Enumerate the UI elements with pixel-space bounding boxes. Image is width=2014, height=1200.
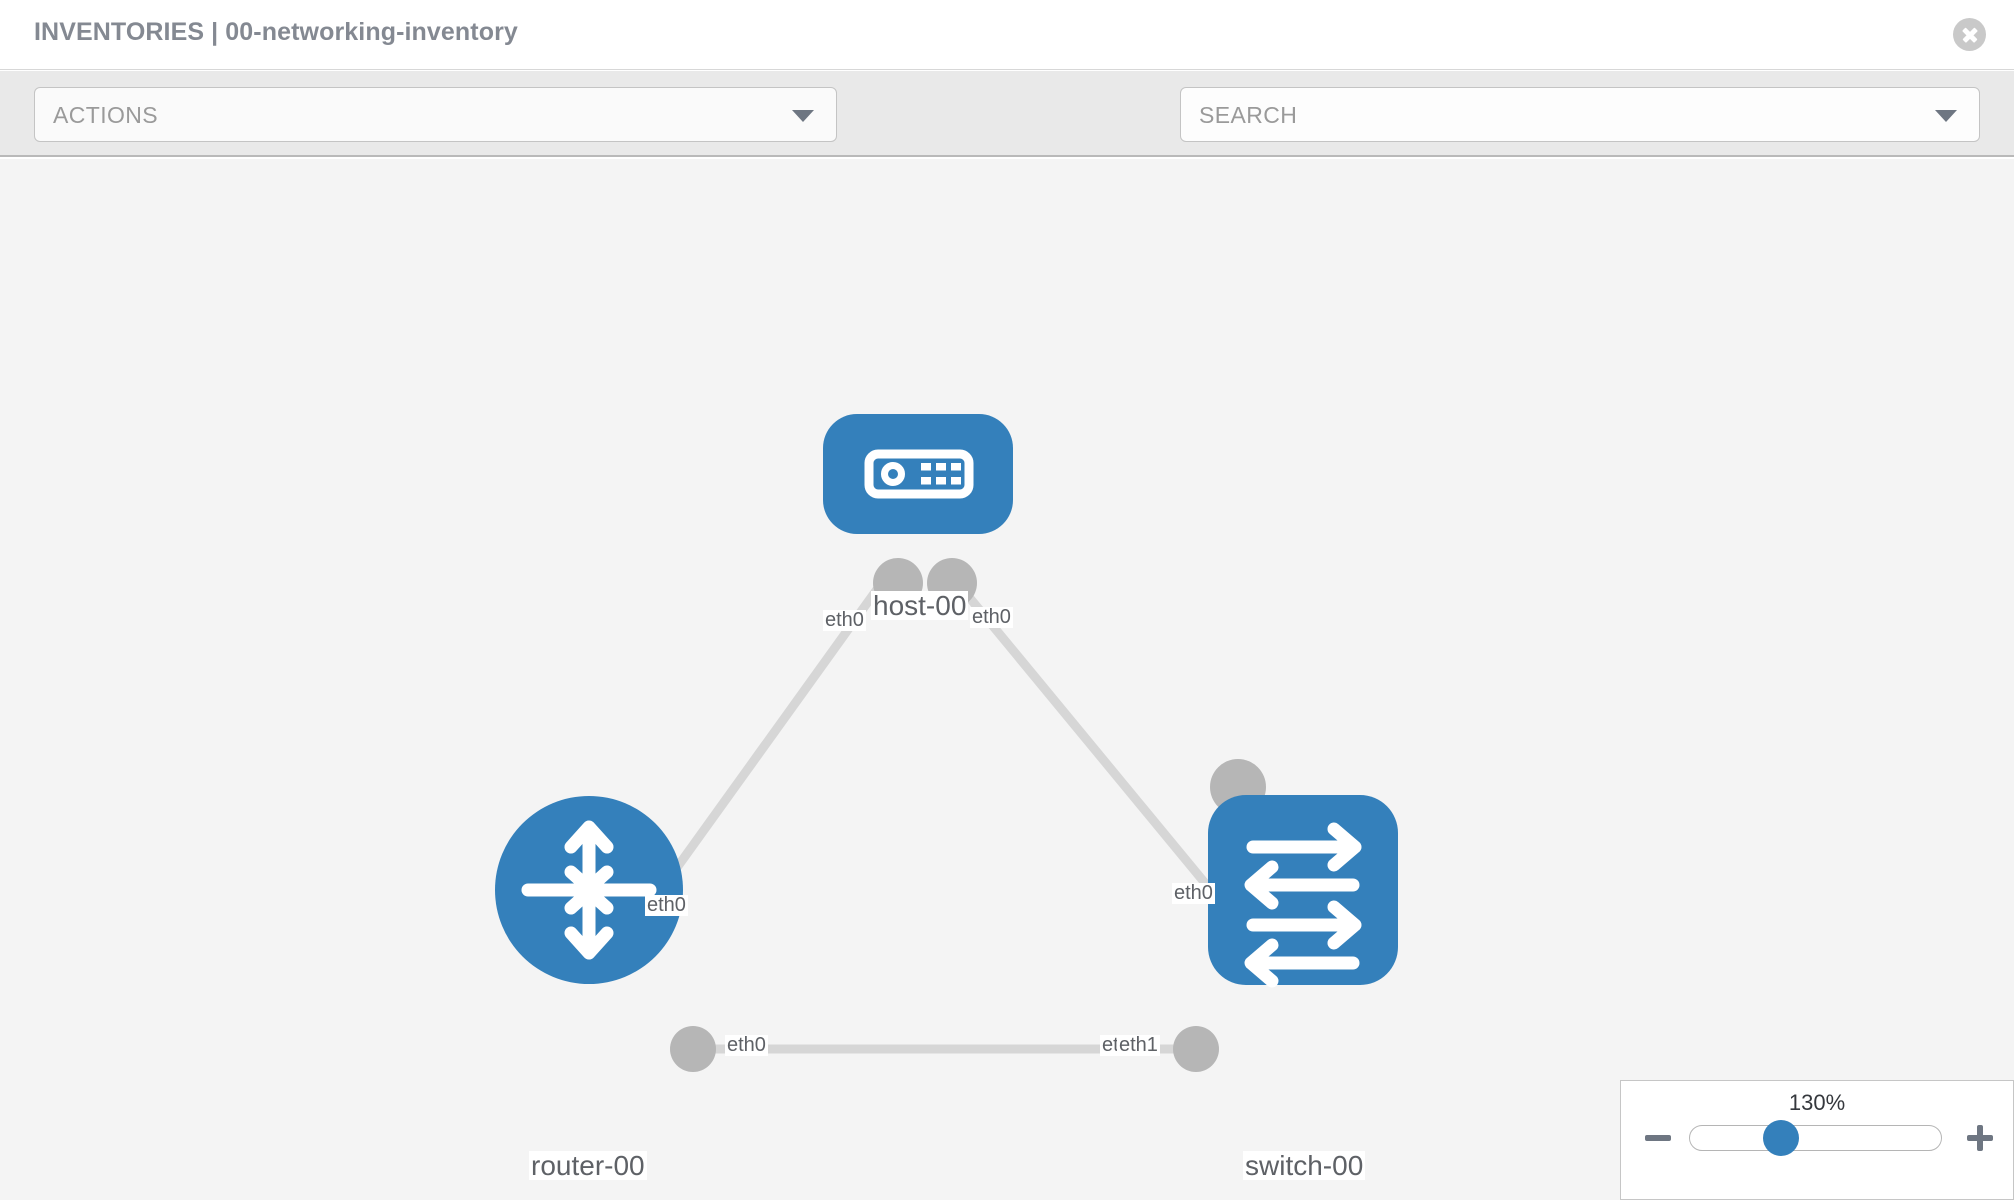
iface-label-router00-up: eth0 [645, 894, 688, 916]
page-header: INVENTORIES | 00-networking-inventory [0, 0, 2014, 70]
node-switch-00 [1208, 795, 1398, 988]
close-icon[interactable] [1953, 18, 1986, 51]
iface-label-switch00-eth1: eth1 [1117, 1034, 1160, 1056]
node-label-host-00: host-00 [871, 590, 969, 621]
iface-label-host00-right: eth0 [970, 606, 1013, 628]
minus-icon[interactable] [1643, 1123, 1673, 1153]
search-input[interactable]: SEARCH [1180, 87, 1980, 142]
switch-arrows-icon [1244, 822, 1362, 988]
node-label-switch-00: switch-00 [1243, 1150, 1366, 1181]
topology-sockets [670, 558, 1266, 1072]
node-router-00 [495, 796, 683, 984]
topology-canvas[interactable]: eth0 eth0 eth0 eth0 eth0 eth0 eth1 host-… [0, 159, 2014, 1200]
router-arrows-icon [521, 820, 657, 960]
plus-icon[interactable] [1965, 1123, 1995, 1153]
iface-label-switch00-up: eth0 [1172, 882, 1215, 904]
socket-router00-eth0 [670, 1026, 716, 1072]
zoom-control-panel: 130% [1620, 1080, 2014, 1200]
zoom-level-label: 130% [1788, 1090, 1846, 1115]
edge-host00-router00 [636, 571, 892, 922]
zoom-slider-thumb[interactable] [1763, 1120, 1799, 1156]
topology-graph [495, 414, 1398, 1072]
zoom-slider-track[interactable] [1689, 1125, 1942, 1151]
actions-dropdown-label: ACTIONS [53, 102, 159, 128]
actions-dropdown[interactable]: ACTIONS [34, 87, 837, 142]
chevron-down-icon [1935, 109, 1957, 122]
node-host-00 [823, 414, 1013, 534]
chevron-down-icon [792, 109, 814, 122]
topology-edges [636, 571, 1251, 1054]
page-title: INVENTORIES | 00-networking-inventory [34, 18, 518, 46]
node-label-router-00: router-00 [529, 1150, 647, 1181]
edge-host00-switch00 [946, 571, 1251, 937]
server-icon [864, 449, 974, 499]
iface-label-host00-left: eth0 [823, 609, 866, 631]
search-placeholder-label: SEARCH [1199, 102, 1298, 128]
toolbar: ACTIONS SEARCH [0, 71, 2014, 198]
iface-label-router00-eth0: eth0 [725, 1034, 768, 1056]
socket-switch00-eth1 [1173, 1026, 1219, 1072]
